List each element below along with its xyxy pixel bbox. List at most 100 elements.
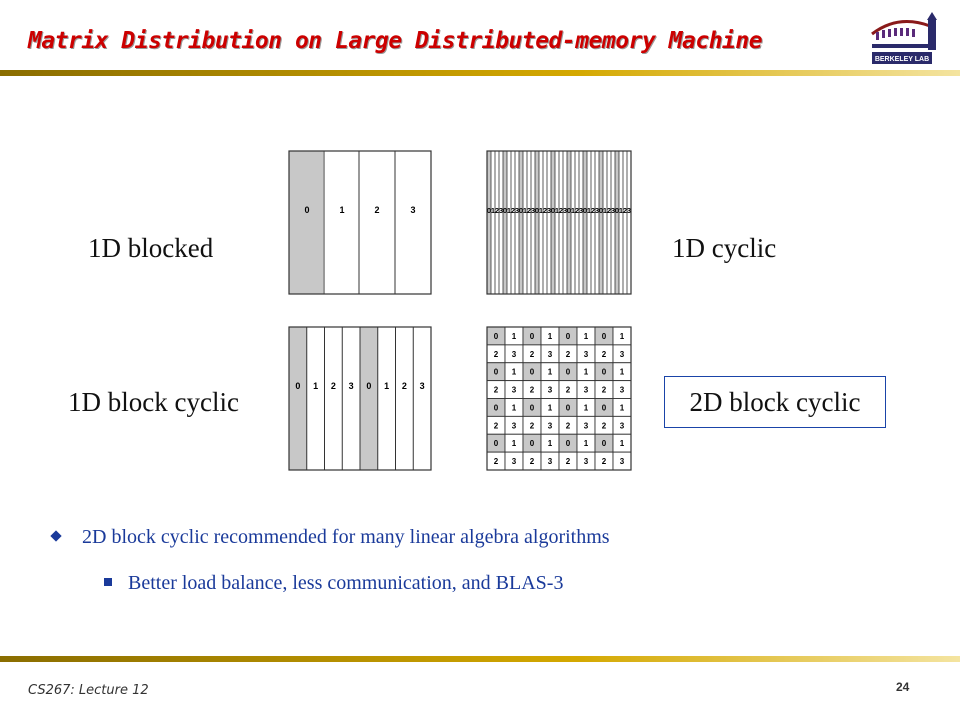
cell-label: 3 <box>548 386 553 395</box>
cell-label: 2 <box>530 421 535 430</box>
column-label: 2 <box>495 206 499 215</box>
footer-divider <box>0 656 960 662</box>
column-label: 1 <box>539 206 543 215</box>
cell-label: 2 <box>494 386 499 395</box>
diamond-bullet-icon <box>50 530 62 542</box>
shaded-column <box>599 151 603 294</box>
cell-label: 2 <box>602 457 607 466</box>
column-label: 0 <box>567 206 571 215</box>
shaded-column <box>551 151 555 294</box>
column-label: 3 <box>627 206 631 215</box>
cell-label: 0 <box>530 403 535 412</box>
column-label: 2 <box>543 206 547 215</box>
bullet-sub: Better load balance, less communication,… <box>104 572 563 595</box>
cell-label: 0 <box>530 439 535 448</box>
cell-label: 2 <box>566 421 571 430</box>
column-label: 1 <box>491 206 495 215</box>
column-label: 3 <box>531 206 535 215</box>
column-label: 0 <box>366 381 371 391</box>
cell-label: 1 <box>548 403 553 412</box>
bullet-sub-text: Better load balance, less communication,… <box>128 572 564 594</box>
cell-label: 1 <box>512 332 517 341</box>
cell-label: 2 <box>566 386 571 395</box>
cell-label: 1 <box>512 439 517 448</box>
column-label: 1 <box>603 206 607 215</box>
column-label: 0 <box>615 206 619 215</box>
cell-label: 2 <box>494 457 499 466</box>
cell-label: 3 <box>620 386 625 395</box>
figure-2d-block-cyclic: 0 1 0 1 0 1 0 1 2 3 2 3 2 3 2 3 0 1 0 1 0 1 0 1 2 3 2 3 2 3 2 3 0 1 0 1 0 1 0 1… <box>486 326 632 471</box>
cell-label: 2 <box>494 421 499 430</box>
column-label: 0 <box>295 381 300 391</box>
cell-label: 3 <box>548 350 553 359</box>
cell-label: 3 <box>512 421 517 430</box>
cell-label: 0 <box>602 403 607 412</box>
column-label: 1 <box>523 206 527 215</box>
cell-label: 0 <box>494 403 499 412</box>
header-divider <box>0 70 960 76</box>
cell-label: 1 <box>548 439 553 448</box>
column-label: 3 <box>499 206 503 215</box>
label-1d-cyclic: 1D cyclic <box>672 233 777 263</box>
cell-label: 2 <box>530 457 535 466</box>
cell-label: 0 <box>566 439 571 448</box>
slide-title: Matrix Distribution on Large Distributed… <box>28 28 763 54</box>
cell-label: 2 <box>602 421 607 430</box>
cell-label: 2 <box>530 386 535 395</box>
cell-label: 0 <box>494 332 499 341</box>
column-label: 3 <box>611 206 615 215</box>
column-label: 1 <box>507 206 511 215</box>
cell-label: 0 <box>602 332 607 341</box>
column-label: 3 <box>595 206 599 215</box>
cell-label: 3 <box>584 457 589 466</box>
cell-label: 0 <box>602 368 607 377</box>
shaded-column <box>289 327 307 470</box>
column-label: 2 <box>331 381 336 391</box>
column-label: 3 <box>579 206 583 215</box>
cell-label: 3 <box>584 386 589 395</box>
cell-label: 1 <box>584 368 589 377</box>
cell-label: 3 <box>620 457 625 466</box>
column-label: 0 <box>583 206 587 215</box>
cell-label: 3 <box>584 350 589 359</box>
shaded-column <box>519 151 523 294</box>
column-label: 3 <box>563 206 567 215</box>
cell-label: 2 <box>494 350 499 359</box>
cell-label: 1 <box>620 332 625 341</box>
column-label: 2 <box>607 206 611 215</box>
column-label: 0 <box>535 206 539 215</box>
cell-label: 1 <box>620 368 625 377</box>
footer-course: CS267: Lecture 12 <box>28 683 149 698</box>
cell-label: 1 <box>620 403 625 412</box>
cell-label: 1 <box>584 439 589 448</box>
label-2d-block-cyclic: 2D block cyclic <box>664 376 886 428</box>
cell-label: 0 <box>530 368 535 377</box>
column-label: 1 <box>619 206 623 215</box>
cell-label: 0 <box>566 368 571 377</box>
cell-label: 0 <box>602 439 607 448</box>
cell-label: 1 <box>548 368 553 377</box>
berkeley-lab-logo: BERKELEY LAB <box>871 12 937 64</box>
column-label: 0 <box>599 206 603 215</box>
cell-label: 0 <box>494 368 499 377</box>
shaded-column <box>583 151 587 294</box>
cell-label: 0 <box>566 332 571 341</box>
column-label: 1 <box>313 381 318 391</box>
cell-label: 1 <box>548 332 553 341</box>
page-number: 24 <box>896 680 910 694</box>
cell-label: 1 <box>584 332 589 341</box>
block-label: 0 <box>304 205 309 215</box>
bullet-main-text: 2D block cyclic recommended for many lin… <box>82 526 610 548</box>
shaded-block <box>289 151 323 294</box>
column-label: 0 <box>503 206 507 215</box>
column-label: 2 <box>402 381 407 391</box>
cell-label: 3 <box>620 350 625 359</box>
cell-label: 2 <box>602 386 607 395</box>
cell-label: 0 <box>494 439 499 448</box>
cell-label: 3 <box>512 457 517 466</box>
column-label: 1 <box>587 206 591 215</box>
svg-text:BERKELEY LAB: BERKELEY LAB <box>875 56 929 63</box>
label-1d-blocked: 1D blocked <box>88 233 214 263</box>
